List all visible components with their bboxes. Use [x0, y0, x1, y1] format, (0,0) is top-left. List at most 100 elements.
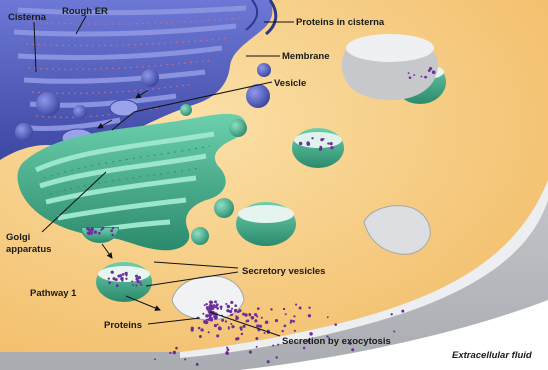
protein-dot: [209, 317, 211, 319]
protein-dot: [112, 277, 115, 280]
label-secretion-by-exocytosis: Secretion by exocytosis: [282, 336, 391, 347]
label-proteins-in-cisterna: Proteins in cisterna: [296, 17, 385, 28]
protein-dot: [265, 321, 269, 325]
protein-dot: [351, 348, 354, 351]
protein-dot: [264, 332, 266, 334]
protein-dot: [303, 347, 306, 350]
protein-dot: [226, 347, 228, 349]
protein-dot: [249, 313, 251, 315]
protein-dot: [214, 300, 217, 303]
protein-dot: [401, 310, 404, 313]
protein-dot: [420, 76, 422, 78]
protein-dot: [237, 311, 239, 313]
protein-dot: [227, 305, 230, 308]
protein-dot: [112, 227, 115, 230]
protein-dot: [199, 335, 202, 338]
protein-dot: [290, 320, 293, 323]
protein-dot: [413, 74, 415, 76]
label-extracellular-fluid: Extracellular fluid: [452, 350, 532, 361]
protein-dot: [294, 330, 296, 332]
protein-dot: [281, 330, 283, 332]
label-membrane: Membrane: [282, 51, 330, 62]
protein-dot: [330, 146, 333, 149]
protein-dot: [125, 278, 127, 280]
label-secretory-vesicles: Secretory vesicles: [242, 266, 325, 277]
protein-dot: [225, 303, 227, 305]
protein-dot: [196, 363, 199, 366]
protein-dot: [327, 316, 329, 318]
protein-dot: [243, 325, 246, 328]
protein-dot: [308, 314, 311, 317]
protein-dot: [249, 351, 252, 354]
protein-dot: [111, 234, 114, 237]
protein-dot: [135, 285, 137, 287]
protein-dot: [334, 323, 337, 326]
protein-dot: [235, 315, 237, 317]
protein-dot: [216, 307, 219, 310]
protein-dot: [221, 319, 224, 322]
protein-dot: [226, 309, 229, 312]
protein-dot: [88, 233, 91, 236]
protein-dot: [108, 281, 111, 284]
label-golgi-line2: apparatus: [6, 244, 51, 255]
protein-dot: [308, 307, 310, 309]
protein-dot: [122, 273, 125, 276]
protein-dot: [216, 303, 218, 305]
protein-dot: [432, 71, 436, 75]
protein-dot: [267, 360, 270, 363]
protein-dot: [214, 324, 217, 327]
protein-dot: [245, 320, 247, 322]
protein-dot: [94, 230, 97, 233]
protein-dot: [137, 280, 140, 283]
label-golgi-line1: Golgi: [6, 232, 30, 243]
vesicle-b: [236, 202, 296, 246]
protein-dot: [108, 277, 110, 279]
protein-dot: [213, 315, 216, 318]
protein-dot: [311, 137, 313, 139]
vesicle-fusing: [342, 34, 438, 100]
protein-dot: [175, 347, 178, 350]
protein-dot: [275, 319, 278, 322]
protein-dot: [283, 308, 285, 310]
protein-dot: [256, 315, 258, 317]
protein-dot: [230, 301, 233, 304]
protein-dot: [251, 316, 255, 320]
protein-dot: [259, 325, 262, 328]
protein-dot: [329, 142, 332, 145]
protein-dot: [307, 142, 311, 146]
protein-dot: [231, 308, 233, 310]
protein-dot: [293, 315, 295, 317]
protein-dot: [220, 305, 223, 308]
protein-dot: [234, 304, 237, 307]
protein-dot: [391, 313, 393, 315]
protein-dot: [409, 77, 411, 79]
protein-dot: [256, 346, 258, 348]
protein-dot: [116, 284, 119, 287]
label-vesicle: Vesicle: [274, 78, 306, 89]
label-cisterna: Cisterna: [8, 12, 47, 23]
protein-dot: [272, 344, 274, 346]
protein-dot: [206, 319, 208, 321]
protein-dot: [110, 229, 113, 232]
protein-dot: [132, 284, 134, 286]
protein-dot: [86, 227, 89, 230]
protein-dot: [242, 313, 245, 316]
protein-dot: [205, 321, 208, 324]
protein-dot: [208, 314, 211, 317]
protein-dot: [120, 277, 124, 281]
protein-dot: [284, 325, 287, 328]
protein-dot: [208, 331, 210, 333]
label-rough-er: Rough ER: [62, 6, 108, 17]
vesicle-c: [96, 262, 152, 302]
protein-dot: [125, 274, 127, 276]
protein-dot: [154, 358, 156, 360]
protein-dot: [98, 232, 101, 235]
protein-dot: [227, 348, 230, 351]
protein-dot: [112, 271, 114, 273]
protein-dot: [241, 333, 243, 335]
protein-dot: [428, 69, 431, 72]
label-proteins: Proteins: [104, 320, 142, 331]
protein-dot: [184, 358, 186, 360]
